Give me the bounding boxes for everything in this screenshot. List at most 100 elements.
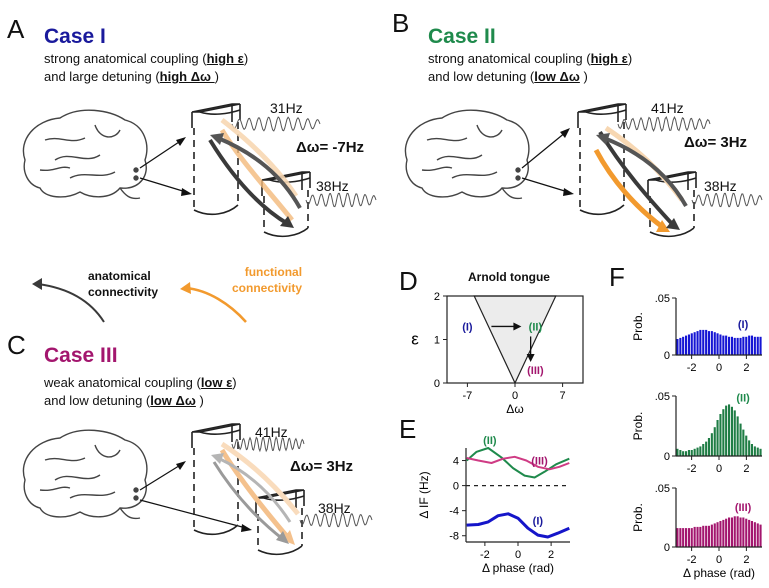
oscillation-trace-bottom-c <box>299 512 373 528</box>
functional-legend-line2: connectivity <box>232 281 303 295</box>
chart-f-xtick-label: 2 <box>743 362 749 374</box>
chart-f-bar <box>733 410 736 456</box>
oscillation-trace-top-c <box>231 435 305 453</box>
column-top-b <box>577 103 627 216</box>
chart-f-bar <box>690 450 693 456</box>
functional-arrow-b1 <box>593 148 666 231</box>
panel-letter-a: A <box>7 14 25 44</box>
functional-arrow-a2 <box>220 118 299 198</box>
chart-f-xtick-label: -2 <box>687 554 697 566</box>
chart-f-bar <box>716 522 719 547</box>
chart-f-bar <box>753 336 756 355</box>
anatomical-legend-arrow <box>37 283 105 323</box>
chart-f-bar <box>702 525 705 547</box>
chart-e-xtick-label: -2 <box>480 549 490 561</box>
chart-f-bar <box>719 521 722 547</box>
chart-f-xtick-label: 0 <box>716 463 722 475</box>
chart-f-series-label: (I) <box>738 319 749 331</box>
chart-f-bar <box>742 429 745 456</box>
chart-f-bar <box>753 446 756 456</box>
chart-d-ylabel: ε <box>411 330 419 349</box>
anatomical-legend-line2: connectivity <box>88 285 159 299</box>
chart-f-bar <box>728 336 731 355</box>
chart-f-bar <box>739 337 742 355</box>
chart-f-bar <box>748 440 751 456</box>
chart-f-bar <box>745 336 748 355</box>
chart-f-series-label: (II) <box>736 393 750 405</box>
chart-d-xtick-label: -7 <box>463 390 473 402</box>
chart-f-bar <box>730 517 733 547</box>
chart-f-bar <box>710 331 713 355</box>
case-i-title: Case I <box>44 25 106 48</box>
chart-f-bar <box>690 528 693 547</box>
functional-legend-arrow <box>185 286 247 323</box>
chart-e-ytick-label: -8 <box>449 531 459 543</box>
functional-arrow-c2 <box>220 441 300 516</box>
chart-f-ytick-bottom-label: 0 <box>664 350 670 362</box>
case-ii-line2-pre: and low detuning ( <box>428 69 535 84</box>
chart-f-ylabel: Prob. <box>631 412 645 441</box>
case-ii-line1-pre: strong anatomical coupling ( <box>428 51 591 66</box>
chart-f-bar <box>693 526 696 547</box>
freq-bottom-a: 38Hz <box>316 178 349 194</box>
functional-arrow-a1 <box>219 128 294 222</box>
case-ii-line1-post: ) <box>627 51 633 66</box>
chart-d-xlabel: Δω <box>506 402 523 416</box>
oscillation-trace-top-b <box>617 116 711 132</box>
chart-f-bar <box>690 333 693 355</box>
case-ii-coupling-value: high ε <box>590 51 628 66</box>
chart-f-bar <box>705 441 708 456</box>
chart-f-bar <box>725 335 728 355</box>
chart-e-series-line <box>466 447 570 479</box>
chart-f-bar <box>707 438 710 456</box>
chart-f-xtick-label: -2 <box>687 362 697 374</box>
brain-pointer-top <box>139 139 183 169</box>
panel-letter-c: C <box>7 330 26 360</box>
chart-e-ytick-label: 0 <box>453 481 459 493</box>
chart-f-bar <box>750 335 753 355</box>
brain-pointer-bottom <box>521 177 569 193</box>
chart-f-bar <box>753 522 756 547</box>
chart-f-ytick-bottom-label: 0 <box>664 542 670 554</box>
chart-d-point-label: (II) <box>529 321 543 333</box>
chart-f-bar <box>710 433 713 456</box>
chart-f-bar <box>725 518 728 547</box>
chart-f-bar <box>719 334 722 355</box>
chart-f-xtick-label: 0 <box>716 554 722 566</box>
chart-f-bar <box>725 405 728 456</box>
functional-legend-line1: functional <box>244 265 303 279</box>
brain-pointer-bottom <box>139 177 187 193</box>
chart-f-bar <box>687 450 690 456</box>
detuning-b: Δω= 3Hz <box>684 134 748 151</box>
case-ii-detuning-value: low Δω <box>534 69 580 84</box>
anatomical-legend-line1: anatomical <box>88 269 151 283</box>
chart-f-bar <box>730 336 733 355</box>
chart-f-bar <box>722 519 725 547</box>
case-iii-line2-pre: and low detuning ( <box>44 393 151 408</box>
chart-f-bar <box>702 329 705 355</box>
chart-e-xlabel: Δ phase (rad) <box>482 561 554 575</box>
chart-d-ytick-label: 0 <box>434 378 440 390</box>
freq-top-b: 41Hz <box>651 100 684 116</box>
chart-d-arrowhead-i-ii <box>513 322 522 331</box>
chart-d-point-label: (III) <box>527 365 544 377</box>
chart-f-bar <box>750 521 753 547</box>
case-ii-line2-post: ) <box>579 69 588 84</box>
chart-f-bar <box>722 409 725 456</box>
freq-top-c: 41Hz <box>255 424 288 440</box>
chart-d-ytick-label: 2 <box>434 291 440 303</box>
anatomical-arrow-b2 <box>603 136 688 207</box>
chart-f-bar <box>699 526 702 547</box>
chart-d-xtick-label: 7 <box>560 390 566 402</box>
case-ii-title: Case II <box>428 25 496 48</box>
chart-f-bar <box>733 516 736 547</box>
case-i-line2-post: ) <box>214 69 219 84</box>
case-i-line2-pre: and large detuning ( <box>44 69 160 84</box>
chart-f-bar <box>759 524 762 547</box>
chart-f-bar <box>739 423 742 456</box>
